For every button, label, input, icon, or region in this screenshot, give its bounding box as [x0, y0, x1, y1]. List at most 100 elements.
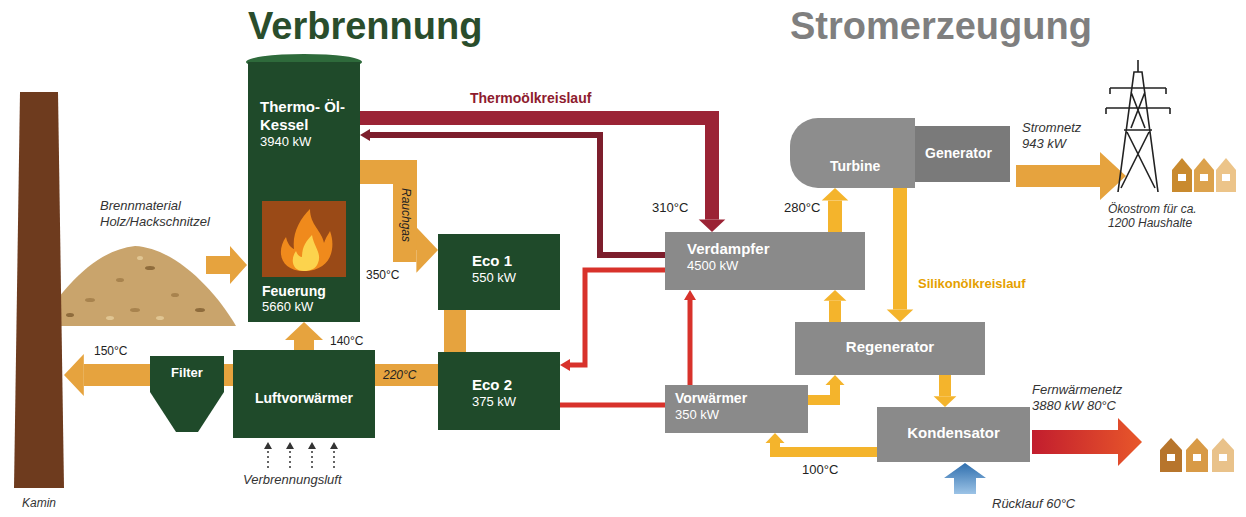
- pylon-frame: [1106, 60, 1170, 192]
- flow-line: [775, 443, 877, 452]
- section-heading: Stromerzeugung: [790, 4, 1092, 50]
- boiler-box: Thermo- Öl-Kessel3940 kW: [248, 62, 360, 195]
- economizer-box: Eco 2375 kW: [438, 352, 560, 430]
- arrow-head: [64, 354, 84, 396]
- arrow-head: [416, 227, 438, 273]
- house-window: [1222, 174, 1230, 181]
- arrow-head: [684, 290, 696, 300]
- arrow-head: [285, 322, 323, 340]
- house-window: [1200, 174, 1208, 181]
- households-label: Ökostrom für ca. 1200 Haushalte: [1108, 202, 1220, 231]
- node-title: Kamin: [22, 496, 56, 510]
- fuel-arrow: [206, 246, 247, 284]
- fire-window: [262, 201, 346, 277]
- node-value: 350 kW: [675, 407, 719, 423]
- furnace-box: Feuerung5660 kW: [248, 195, 360, 322]
- regenerator-box: Regenerator: [795, 322, 985, 375]
- wood-chip: [116, 278, 124, 282]
- flow-connector: [360, 172, 438, 273]
- economizer-box: Eco 1550 kW: [438, 234, 560, 310]
- fuel-label: Brennmaterial Holz/Hackschnitzel: [100, 198, 225, 229]
- arrow-head: [560, 359, 570, 371]
- wood-chip: [171, 293, 179, 297]
- node-value: 4500 kW: [687, 258, 738, 274]
- flow-line: [360, 172, 416, 250]
- house: [1212, 438, 1234, 472]
- evaporator-box: Verdampfer4500 kW: [665, 232, 865, 290]
- house: [1160, 438, 1182, 472]
- node-title: Vorwärmer: [675, 390, 747, 407]
- node-title: Filter: [171, 365, 203, 381]
- flow-line: [375, 364, 438, 386]
- arrow-head: [766, 433, 785, 443]
- chimney: Kamin: [14, 92, 64, 510]
- air-arrow: [289, 448, 291, 468]
- house-window: [1219, 454, 1227, 461]
- flow-connector: [808, 375, 845, 400]
- flow-connector: [824, 290, 847, 322]
- arrow-head: [887, 309, 914, 322]
- air-label: Verbrennungsluft: [243, 472, 342, 488]
- flow-line: [84, 364, 150, 386]
- air-arrow-head: [264, 442, 338, 449]
- return-label: Rücklauf 60°C: [992, 496, 1075, 512]
- air-preheater-box: Luftvorwärmer: [233, 350, 375, 438]
- district-heat-label: Fernwärmenetz 3880 kW 80°C: [1032, 382, 1152, 413]
- flow-line: [560, 403, 665, 408]
- air-arrow: [333, 448, 335, 468]
- wood-chip: [106, 316, 114, 320]
- wood-chip: [195, 308, 205, 312]
- flow-line: [828, 201, 842, 232]
- flow-connector: [560, 405, 665, 406]
- flow-connector: [822, 188, 849, 232]
- flow-line: [808, 385, 835, 400]
- filter-hopper: Filter: [150, 356, 224, 432]
- temperature-label: 310°C: [652, 200, 688, 216]
- flow-line: [688, 300, 693, 385]
- edge-label: 280°C: [782, 200, 822, 216]
- node-title: Generator: [925, 145, 992, 162]
- flow-connector: [934, 375, 957, 407]
- house: [1186, 438, 1208, 472]
- circuit-label: Silikonölkreislauf: [918, 276, 1026, 292]
- chimney-body: [14, 92, 64, 488]
- arrow-head: [822, 188, 849, 201]
- house: [1194, 158, 1214, 192]
- flow-line: [444, 310, 466, 352]
- flame: [281, 209, 333, 271]
- temperature-label: 350°C: [366, 268, 400, 282]
- house-window: [1193, 454, 1201, 461]
- house: [1172, 158, 1192, 192]
- node-title: Turbine: [830, 158, 880, 175]
- flow-line: [224, 364, 233, 386]
- arrow-head: [360, 129, 370, 141]
- air-arrow: [311, 448, 313, 468]
- return-arrow: [944, 463, 986, 494]
- house-window: [1167, 454, 1175, 461]
- section-heading: Verbrennung: [248, 4, 482, 50]
- arrow-head: [934, 396, 957, 407]
- node-value: 375 kW: [472, 394, 516, 410]
- edge-label: Rauchgas: [399, 186, 413, 244]
- wood-chip: [145, 266, 155, 270]
- wood-chip: [66, 313, 74, 317]
- flow-connector: [560, 270, 665, 371]
- edge-label: 150°C: [92, 344, 130, 358]
- node-title: Regenerator: [846, 338, 934, 356]
- flow-line: [294, 340, 314, 350]
- grid-label: Stromnetz 943 kW: [1022, 120, 1102, 151]
- node-title: Kondensator: [907, 424, 1000, 442]
- node-value: 5660 kW: [262, 299, 313, 315]
- power-arrow: [1016, 152, 1126, 200]
- houses-power: [1172, 158, 1236, 192]
- flow-connector: [64, 354, 150, 396]
- node-title: Luftvorwärmer: [255, 390, 353, 407]
- wood-chip: [85, 298, 95, 302]
- house: [1216, 158, 1236, 192]
- node-title: Feuerung: [262, 283, 326, 300]
- flow-connector: [455, 310, 456, 352]
- arrow-head: [826, 375, 845, 385]
- flow-connector: [684, 290, 696, 385]
- node-title: Eco 1: [472, 252, 512, 270]
